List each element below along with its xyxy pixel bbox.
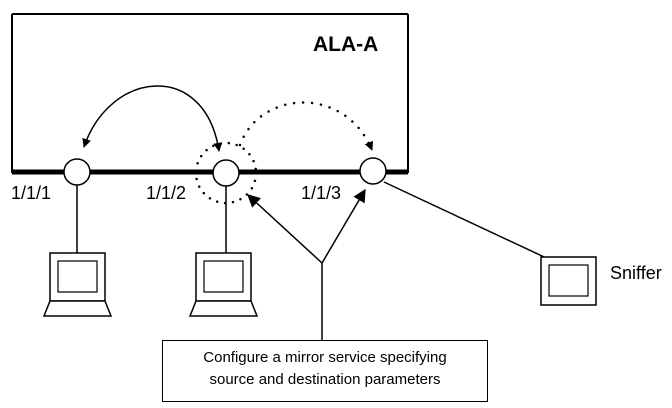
port-1-1-1[interactable] [63, 158, 91, 186]
config-note-line-2: source and destination parameters [209, 371, 441, 388]
config-note-line-1: Configure a mirror service specifying [203, 349, 447, 366]
port-1-1-3[interactable] [359, 157, 387, 185]
config-note: Configure a mirror service specifying so… [162, 340, 488, 402]
port-label-1-1-1: 1/1/1 [11, 183, 52, 203]
port-label-1-1-2: 1/1/2 [146, 183, 187, 203]
sniffer-label: Sniffer [610, 263, 662, 283]
computer-icon [188, 252, 259, 317]
computer-icon [540, 256, 597, 306]
computer-icon [42, 252, 113, 317]
port-1-1-2[interactable] [212, 159, 240, 187]
local-traffic-arrow [82, 85, 223, 152]
port-label-1-1-3: 1/1/3 [301, 183, 342, 203]
config-arrow-source [247, 194, 323, 264]
device-name: ALA-A [313, 33, 379, 56]
link-port3-sniffer [383, 181, 558, 264]
mirror-path-arrow [238, 101, 374, 152]
config-arrow-destination [321, 188, 366, 264]
